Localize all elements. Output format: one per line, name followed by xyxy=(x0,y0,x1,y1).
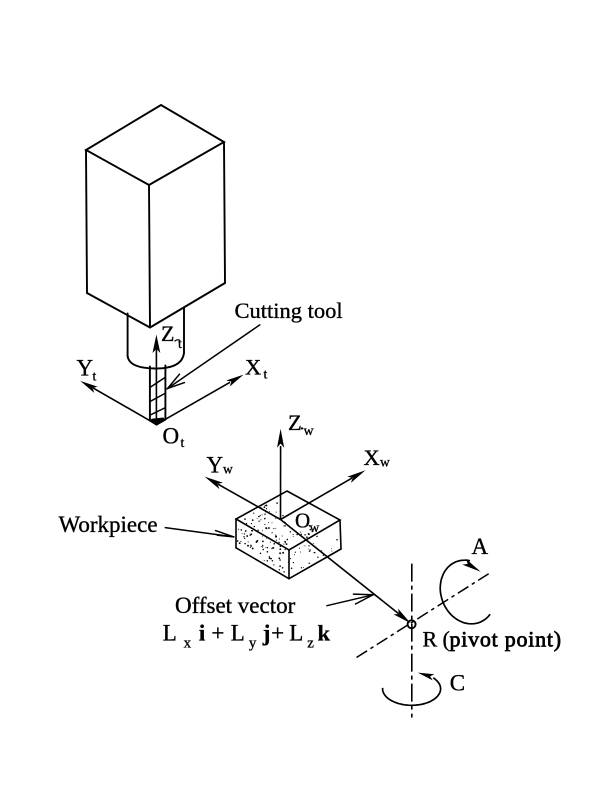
svg-text:Y: Y xyxy=(77,356,94,381)
svg-text:k: k xyxy=(318,621,331,646)
svg-text:w: w xyxy=(380,455,390,470)
svg-text:Z: Z xyxy=(161,321,174,346)
svg-text:w: w xyxy=(223,462,233,477)
svg-text:Y: Y xyxy=(207,452,224,477)
svg-text:Cutting tool: Cutting tool xyxy=(235,298,343,323)
svg-text:O: O xyxy=(295,509,310,533)
svg-text:z: z xyxy=(307,636,314,652)
svg-text:w: w xyxy=(310,520,320,535)
svg-text:x: x xyxy=(184,636,192,652)
svg-text:C: C xyxy=(450,671,465,696)
svg-text:O: O xyxy=(163,424,180,449)
svg-text:t: t xyxy=(178,336,182,351)
svg-text:L: L xyxy=(231,621,245,646)
svg-text:y: y xyxy=(249,636,257,652)
svg-text:i: i xyxy=(199,621,206,646)
svg-text:Z: Z xyxy=(288,410,302,435)
svg-text:Offset vector: Offset vector xyxy=(175,593,296,618)
svg-text:+: + xyxy=(211,621,224,646)
svg-text:+: + xyxy=(271,621,284,646)
svg-text:X: X xyxy=(245,355,261,380)
svg-text:A: A xyxy=(472,534,489,559)
svg-text:w: w xyxy=(304,424,315,439)
svg-text:R: R xyxy=(423,627,438,652)
svg-text:pivot point): pivot point) xyxy=(450,627,562,652)
svg-text:(: ( xyxy=(443,627,450,652)
svg-text:L: L xyxy=(289,621,303,646)
svg-text:L: L xyxy=(163,621,177,646)
svg-text:Workpiece: Workpiece xyxy=(59,512,158,537)
svg-text:t: t xyxy=(181,435,185,450)
svg-text:t: t xyxy=(264,367,268,382)
svg-text:X: X xyxy=(364,445,380,470)
svg-text:j: j xyxy=(262,621,271,646)
svg-text:t: t xyxy=(93,369,97,384)
